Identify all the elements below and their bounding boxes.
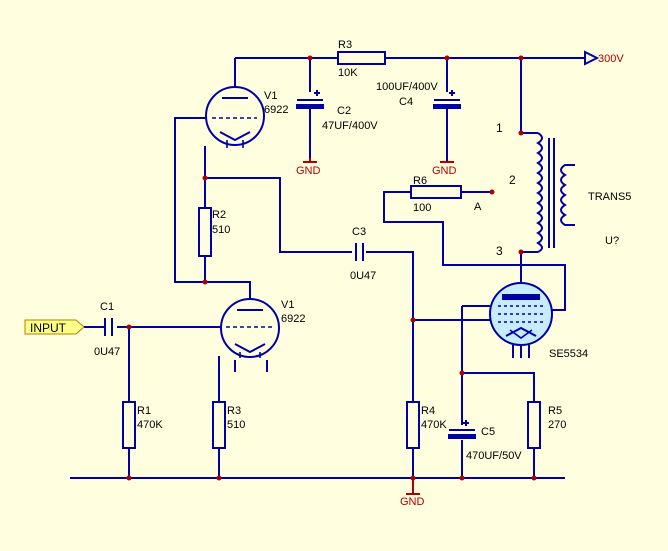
r3-bottom-value: 510: [227, 419, 245, 431]
c2-value: 47UF/400V: [322, 120, 378, 132]
c5-name: C5: [481, 426, 495, 438]
c1-value: 0U47: [94, 346, 120, 358]
supply-300v-port: [584, 50, 600, 66]
r5-lead: [462, 372, 535, 478]
c4-value: 100UF/400V: [376, 81, 438, 93]
trans-pin-3: 3: [496, 244, 503, 258]
c3-value: 0U47: [350, 270, 376, 282]
resistor-r4: [406, 401, 420, 449]
r6-value: 100: [413, 202, 431, 214]
triode-v1b: [220, 298, 280, 358]
trans-pin-2: 2: [509, 173, 516, 187]
r1-value: 470K: [137, 419, 163, 431]
c5-value: 470UF/50V: [466, 450, 522, 462]
resistor-r6: [410, 185, 462, 199]
c1-name: C1: [100, 301, 114, 313]
r5-name: R5: [548, 405, 562, 417]
r1-name: R1: [137, 405, 151, 417]
trans-pin-1: 1: [496, 121, 503, 135]
r2-value: 510: [212, 224, 230, 236]
transformer-trans5: [536, 132, 575, 253]
tube-screen-lead: [383, 191, 566, 311]
capacitor-c4: [433, 90, 461, 109]
transformer-ref: U?: [605, 235, 619, 247]
supply-label: 300V: [598, 53, 624, 65]
tube-heater-leads: [512, 345, 530, 358]
gnd-c4-label: GND: [432, 165, 457, 177]
transformer-name: TRANS5: [588, 191, 631, 203]
tube-cathode-lead: [461, 305, 490, 478]
r6-name: R6: [413, 175, 427, 187]
gnd-bus-label: GND: [400, 496, 425, 508]
r4-name: R4: [421, 405, 435, 417]
v1a-name: V1: [264, 90, 277, 102]
c3-name: C3: [352, 226, 366, 238]
triode-v1a: [205, 86, 265, 148]
r2-name: R2: [212, 209, 226, 221]
v1a-cathode-to-c3: [205, 177, 352, 253]
v1b-name: V1: [281, 299, 294, 311]
gnd-c2-label: GND: [296, 165, 321, 177]
c3-to-grid: [366, 251, 414, 478]
r3-top-value: 10K: [338, 67, 358, 79]
r3-bottom-name: R3: [227, 405, 241, 417]
resistor-r2: [198, 207, 212, 257]
capacitor-c1: [104, 318, 113, 336]
input-label: INPUT: [30, 321, 67, 335]
junction-dots: [126, 55, 537, 481]
capacitor-c3: [355, 243, 364, 261]
c4-name: C4: [399, 96, 413, 108]
resistor-r5: [527, 401, 541, 449]
r3-top-name: R3: [338, 39, 352, 51]
resistor-r1: [122, 401, 136, 449]
capacitor-c2: [296, 90, 324, 109]
node-a-label: A: [474, 201, 482, 213]
resistor-r3-top: [337, 51, 386, 65]
gnd-symbol-bus: [406, 478, 420, 495]
c2-name: C2: [337, 105, 351, 117]
v1b-value: 6922: [281, 313, 305, 325]
capacitor-c5: [448, 420, 476, 439]
resistor-r3-bottom: [212, 401, 226, 449]
v1b-heater-leads: [234, 360, 268, 372]
r5-value: 270: [548, 419, 566, 431]
r4-value: 470K: [421, 419, 447, 431]
v1a-grid-loop: [174, 117, 251, 300]
trans-top-lead: [520, 58, 538, 134]
input-port[interactable]: [24, 319, 85, 335]
v1a-value: 6922: [264, 104, 288, 116]
pentode-se5534: [489, 282, 553, 346]
gnd-symbol-c2: [303, 158, 317, 163]
tube-name: SE5534: [549, 348, 588, 360]
